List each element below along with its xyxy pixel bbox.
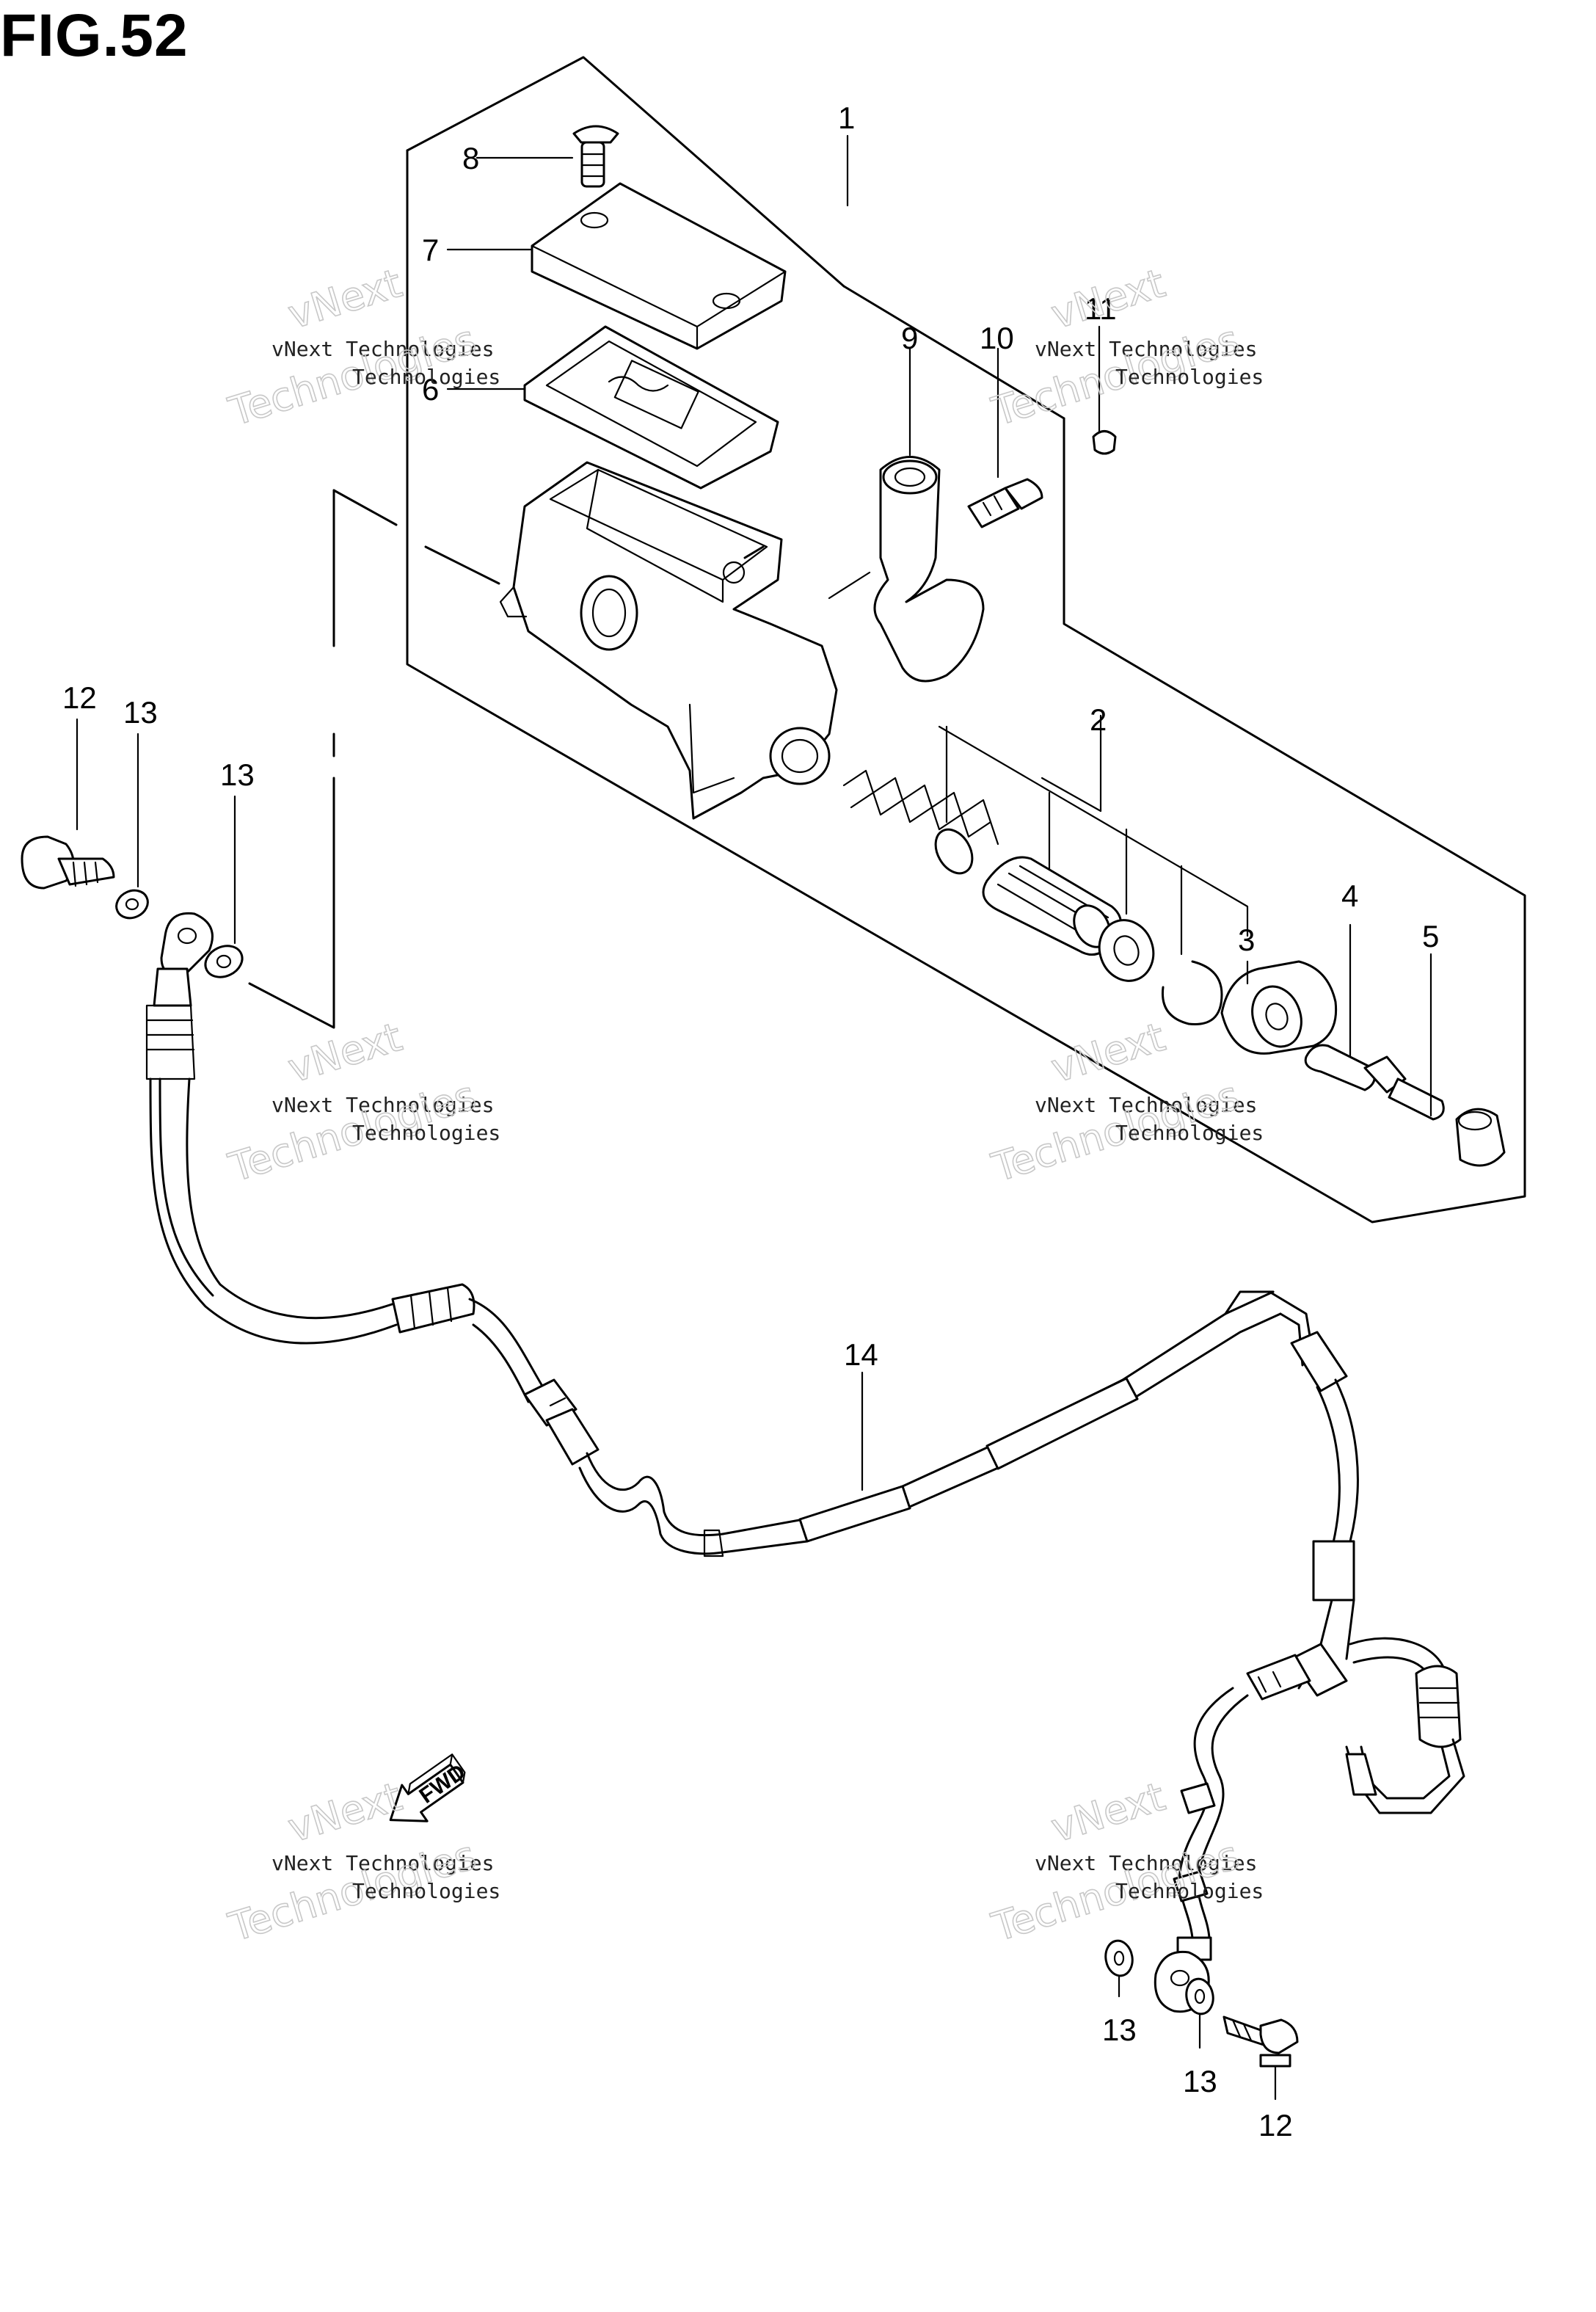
callout-1: 1 bbox=[838, 101, 855, 135]
callout-8: 8 bbox=[462, 141, 479, 175]
callout-7: 7 bbox=[422, 233, 439, 267]
callout-13-right-b: 13 bbox=[1183, 2064, 1217, 2098]
callout-6: 6 bbox=[422, 372, 439, 407]
bracket-lines bbox=[248, 489, 500, 1029]
watermark-mid-left: vNext vNext Technologies Technologies Te… bbox=[223, 1013, 501, 1191]
master-cylinder-body bbox=[499, 461, 838, 820]
watermark-text: vNext Technologies bbox=[1035, 337, 1257, 361]
reservoir-cap-7 bbox=[446, 182, 787, 350]
washer-13-right-b bbox=[1185, 1977, 1214, 2049]
bolt-10 bbox=[967, 347, 1043, 528]
push-rod-4 bbox=[1304, 923, 1445, 1121]
screw-8 bbox=[475, 125, 619, 188]
watermark-vnext: vNext bbox=[1046, 1014, 1170, 1091]
callout-12-right: 12 bbox=[1258, 2108, 1293, 2142]
watermark-text: vNext Technologies bbox=[272, 1851, 494, 1875]
callout-3: 3 bbox=[1238, 923, 1255, 957]
washer-13-left-b bbox=[204, 795, 244, 978]
figure-title: FIG.52 bbox=[0, 2, 189, 69]
callout-4: 4 bbox=[1341, 879, 1358, 913]
watermark-top-right: vNext vNext Technologies Technologies Te… bbox=[986, 259, 1264, 435]
union-bolt-12-left bbox=[21, 718, 115, 890]
union-bolt-12-right bbox=[1222, 2015, 1299, 2101]
callout-2: 2 bbox=[1090, 702, 1107, 737]
nut-11 bbox=[1092, 325, 1117, 455]
watermark-text: Technologies bbox=[352, 1879, 500, 1903]
watermark-vnext: vNext bbox=[283, 1773, 407, 1851]
callout-labels: 1 2 3 4 5 6 7 8 9 10 11 12 13 13 14 13 1… bbox=[62, 101, 1439, 2142]
watermark-text: Technologies bbox=[1115, 1879, 1264, 1903]
callout-9: 9 bbox=[901, 321, 918, 355]
callout-13-left-b: 13 bbox=[220, 757, 255, 792]
callout-10: 10 bbox=[980, 321, 1014, 355]
assembly-box bbox=[406, 56, 1526, 1224]
cap-nut-5 bbox=[1429, 953, 1506, 1167]
diaphragm-plate-6 bbox=[446, 325, 779, 490]
watermark-vnext: vNext bbox=[1046, 1773, 1170, 1851]
watermark-top-left: vNext vNext Technologies Technologies Te… bbox=[223, 259, 501, 435]
boot-3 bbox=[1220, 960, 1338, 1055]
watermark-vnext: vNext bbox=[283, 1014, 407, 1091]
watermark-text: Technologies bbox=[1115, 1121, 1264, 1145]
washer-13-left-a bbox=[115, 733, 149, 920]
watermark-text: vNext Technologies bbox=[1035, 1093, 1257, 1117]
watermark-text: vNext Technologies bbox=[272, 337, 494, 361]
watermark-vnext: vNext bbox=[283, 260, 407, 338]
watermark-bottom-left: vNext vNext Technologies Technologies Te… bbox=[223, 1773, 501, 1951]
callout-11: 11 bbox=[1085, 291, 1117, 326]
callout-13-right-a: 13 bbox=[1102, 2013, 1137, 2047]
watermark-vnext: vNext bbox=[1046, 260, 1170, 338]
washer-13-right-a bbox=[1104, 1939, 1134, 1998]
callout-14: 14 bbox=[844, 1337, 878, 1372]
callout-12-left: 12 bbox=[62, 680, 97, 715]
watermark-text: vNext Technologies bbox=[1035, 1851, 1257, 1875]
callout-5: 5 bbox=[1422, 919, 1439, 953]
callout-13-left-a: 13 bbox=[123, 695, 158, 730]
watermark-text: Technologies bbox=[1115, 365, 1264, 389]
watermark-text: Technologies bbox=[352, 1121, 500, 1145]
watermark-mid-right: vNext vNext Technologies Technologies Te… bbox=[986, 1013, 1264, 1191]
lever-holder-9 bbox=[828, 347, 985, 683]
clutch-hose-14 bbox=[145, 912, 1465, 2013]
watermark-text: Technologies bbox=[352, 365, 500, 389]
piston-set-2 bbox=[842, 714, 1249, 1025]
watermark-text: vNext Technologies bbox=[272, 1093, 494, 1117]
